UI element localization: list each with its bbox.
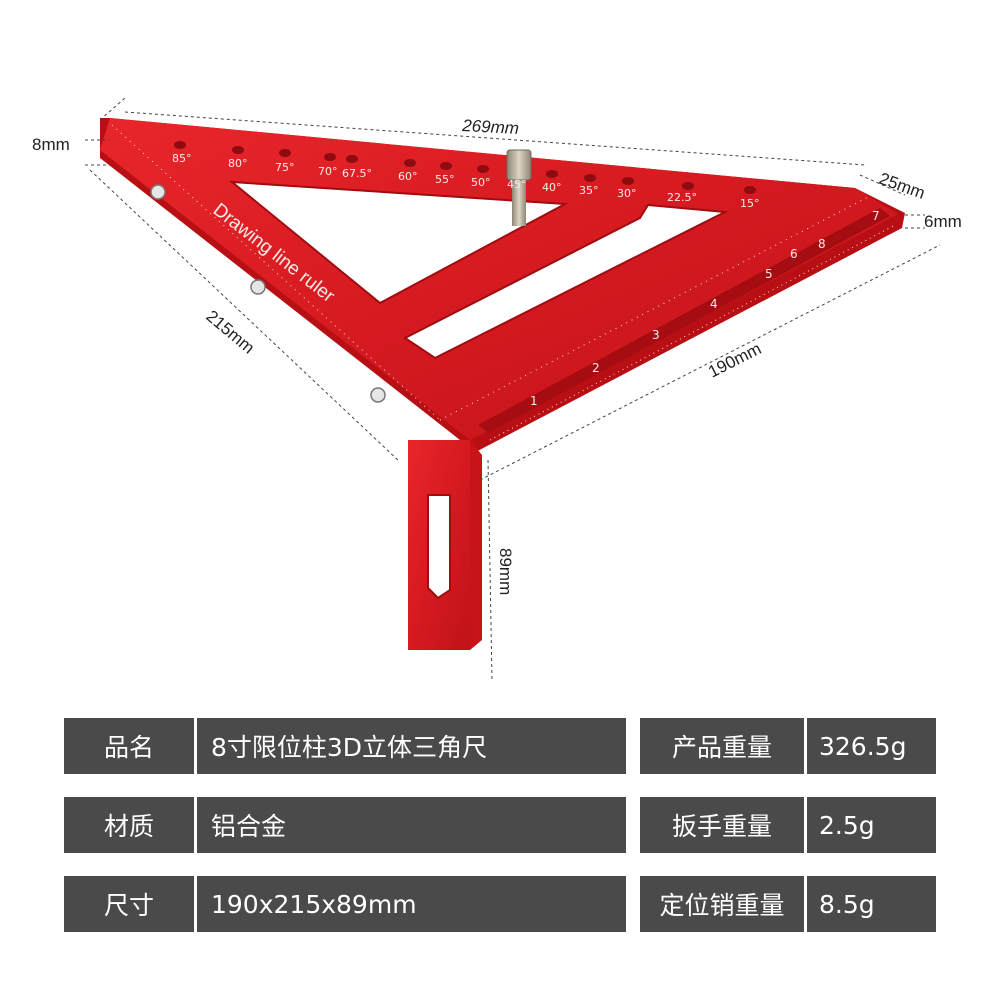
angle-mark-35: 35° — [579, 184, 599, 197]
spec-value: 190x215x89mm — [197, 876, 626, 932]
angle-mark-22-5: 22.5° — [667, 191, 697, 204]
dimension-lines — [85, 97, 941, 681]
angle-mark-30: 30° — [617, 187, 637, 200]
angle-mark-75: 75° — [275, 161, 295, 174]
spec-label: 品名 — [64, 718, 194, 774]
inch-mark-3: 3 — [652, 328, 660, 342]
inch-mark-8: 8 — [818, 237, 826, 251]
spec-label: 产品重量 — [640, 718, 804, 774]
inch-mark-4: 4 — [710, 297, 718, 311]
angle-mark-85: 85° — [172, 152, 192, 165]
spec-value: 2.5g — [807, 797, 936, 853]
spec-value: 8寸限位柱3D立体三角尺 — [197, 718, 626, 774]
spec-label: 扳手重量 — [640, 797, 804, 853]
inch-mark-6: 6 — [790, 247, 798, 261]
spec-value: 铝合金 — [197, 797, 626, 853]
angle-mark-67-5: 67.5° — [342, 167, 372, 180]
angle-mark-60: 60° — [398, 170, 418, 183]
spec-label: 尺寸 — [64, 876, 194, 932]
triangle-ruler — [100, 118, 905, 650]
angle-mark-80: 80° — [228, 157, 248, 170]
inch-mark-1: 1 — [530, 394, 538, 408]
dim-ruler-length: 190mm — [705, 339, 764, 382]
dim-fence-length: 89mm — [496, 548, 515, 595]
inch-mark-5: 5 — [765, 267, 773, 281]
product-image: 85° 80° 75° 70° 67.5° 60° 55° 50° 45° 40… — [32, 97, 962, 681]
spec-row-name: 品名 8寸限位柱3D立体三角尺 产品重量 326.5g — [64, 718, 936, 774]
angle-mark-45: 45° — [507, 178, 527, 191]
angle-mark-15: 15° — [740, 197, 760, 210]
inch-mark-7: 7 — [872, 209, 880, 223]
angle-mark-50: 50° — [471, 176, 491, 189]
spec-row-size: 尺寸 190x215x89mm 定位销重量 8.5g — [64, 876, 936, 932]
angle-mark-55: 55° — [435, 173, 455, 186]
angle-mark-70: 70° — [318, 165, 338, 178]
dim-tip-width: 25mm — [877, 169, 928, 203]
spec-row-material: 材质 铝合金 扳手重量 2.5g — [64, 797, 936, 853]
spec-value: 326.5g — [807, 718, 936, 774]
dim-left-length: 215mm — [202, 307, 258, 358]
spec-label: 材质 — [64, 797, 194, 853]
inch-mark-2: 2 — [592, 361, 600, 375]
angle-mark-40: 40° — [542, 181, 562, 194]
spec-label: 定位销重量 — [640, 876, 804, 932]
dim-tip-thickness: 6mm — [924, 212, 962, 231]
dim-thickness: 8mm — [32, 135, 70, 154]
dim-top-length: 269mm — [461, 116, 520, 138]
spec-value: 8.5g — [807, 876, 936, 932]
